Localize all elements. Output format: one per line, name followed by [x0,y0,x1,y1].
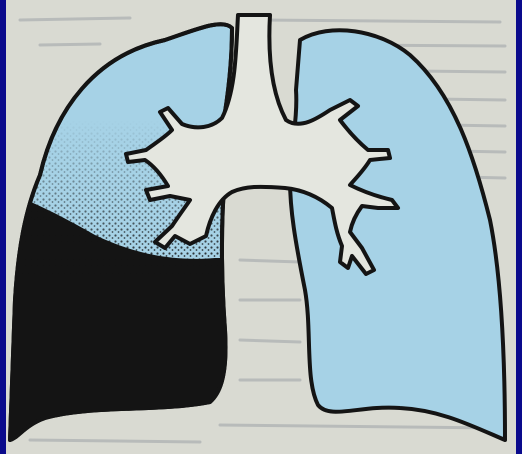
lung-illustration [0,0,522,454]
lung-diagram [0,0,522,454]
